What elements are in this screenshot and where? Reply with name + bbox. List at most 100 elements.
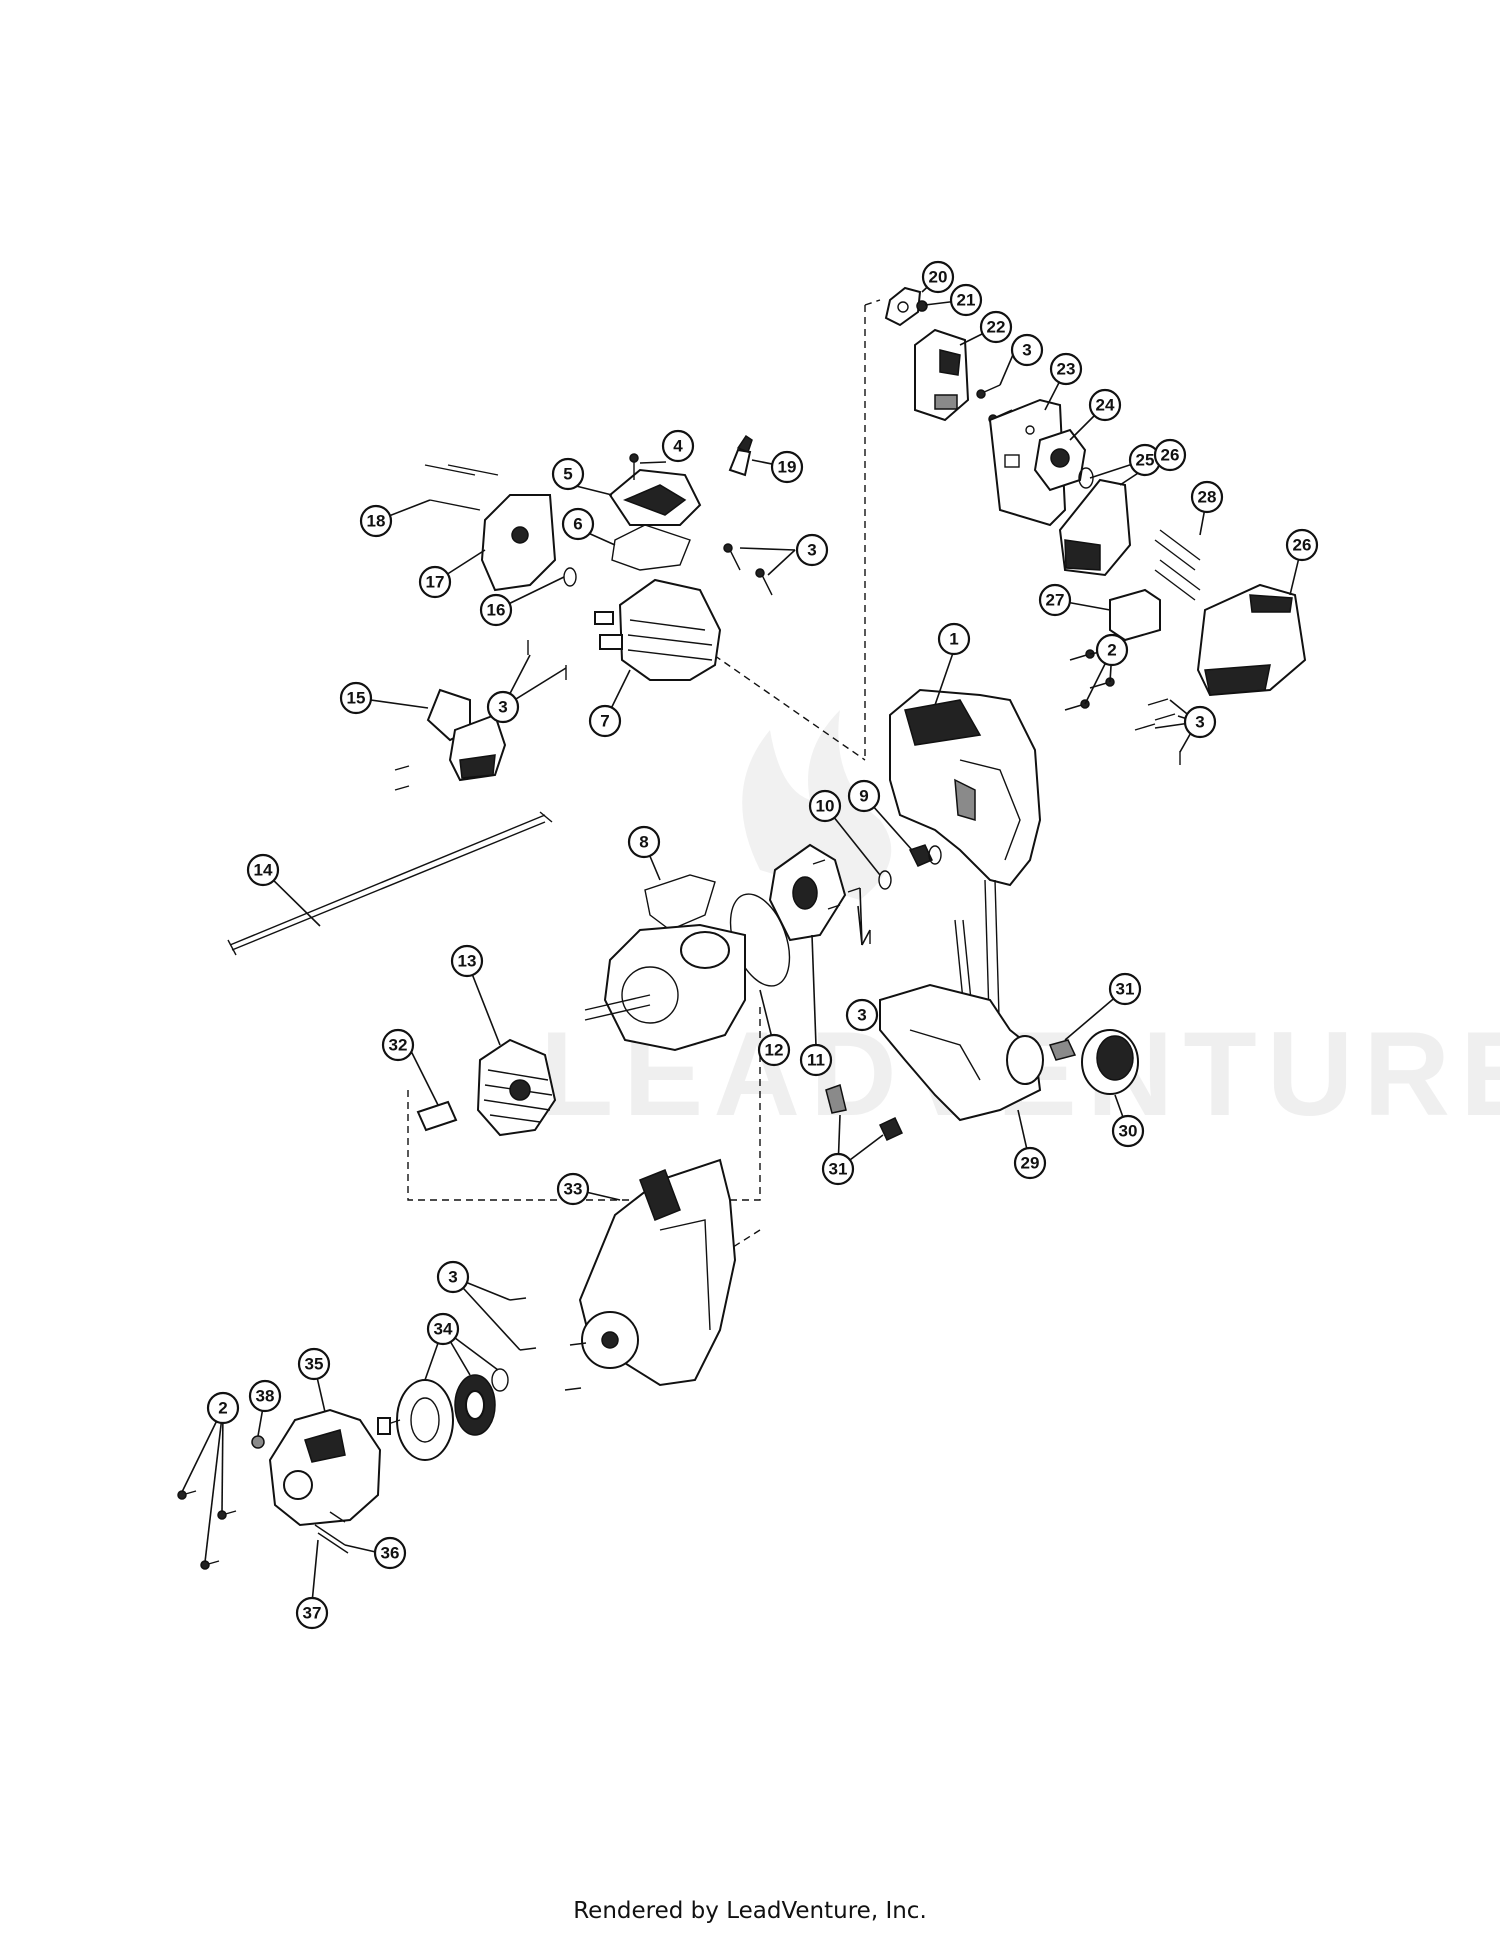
svg-text:3: 3: [857, 1006, 866, 1025]
callout-16: 16: [479, 593, 513, 627]
svg-text:17: 17: [426, 573, 445, 592]
callout-3-center: 3: [845, 998, 879, 1032]
svg-text:14: 14: [254, 861, 273, 880]
svg-text:21: 21: [957, 291, 976, 310]
part-15-ignition-module: [426, 688, 507, 782]
part-23-plate: [988, 398, 1067, 527]
screws-3-center: [812, 859, 871, 944]
part-8-gasket: [644, 874, 716, 931]
callout-31-bottom: 31: [821, 1152, 855, 1186]
part-34-clutch: [377, 1368, 509, 1461]
crankcase: [584, 923, 746, 1052]
callout-18: 18: [359, 504, 393, 538]
svg-text:33: 33: [564, 1180, 583, 1199]
svg-text:25: 25: [1136, 451, 1155, 470]
svg-text:32: 32: [389, 1036, 408, 1055]
callout-11: 11: [799, 1043, 833, 1077]
footer-credit: Rendered by LeadVenture, Inc.: [573, 1898, 927, 1924]
svg-text:31: 31: [1116, 980, 1135, 999]
svg-text:30: 30: [1119, 1122, 1138, 1141]
svg-text:6: 6: [573, 515, 582, 534]
part-13-flywheel: [476, 1038, 557, 1137]
svg-text:20: 20: [929, 268, 948, 287]
callout-2-lower-left: 2: [206, 1391, 240, 1425]
callout-3-left: 3: [486, 690, 520, 724]
svg-text:12: 12: [765, 1041, 784, 1060]
part-31-clip-bottom-b: [879, 1117, 903, 1141]
svg-text:29: 29: [1021, 1154, 1040, 1173]
part-20-gasket: [884, 286, 922, 327]
part-16-o-ring: [563, 567, 577, 587]
svg-text:35: 35: [305, 1355, 324, 1374]
callout-31-top: 31: [1108, 972, 1142, 1006]
callouts: 1 2 2 3 3 3 3 3 3 3 4 5 6 7 8 9 10 11 12…: [206, 260, 1319, 1630]
callout-3-lower: 3: [436, 1260, 470, 1294]
part-30-fuel-cap: [1081, 1029, 1139, 1095]
part-24-carburetor: [1033, 428, 1087, 492]
screws-15: [394, 765, 410, 791]
callout-2-right: 2: [1095, 633, 1129, 667]
svg-text:15: 15: [347, 689, 366, 708]
callout-37: 37: [295, 1596, 329, 1630]
callout-32: 32: [381, 1028, 415, 1062]
part-32-pin: [416, 1100, 458, 1132]
callout-3-right: 3: [1183, 705, 1217, 739]
callout-26-base: 26: [1153, 438, 1187, 472]
callout-27: 27: [1038, 583, 1072, 617]
callout-30: 30: [1111, 1114, 1145, 1148]
part-14-throttle-cable: [227, 811, 553, 956]
screws-3-left: [527, 640, 567, 680]
callout-12: 12: [757, 1033, 791, 1067]
part-31-clip-top: [1048, 1039, 1077, 1061]
svg-text:31: 31: [829, 1160, 848, 1179]
svg-text:24: 24: [1096, 396, 1115, 415]
svg-text:27: 27: [1046, 591, 1065, 610]
svg-text:38: 38: [256, 1387, 275, 1406]
part-4-screw: [629, 453, 639, 480]
svg-text:13: 13: [458, 952, 477, 971]
part-29-fuel-tank: [879, 983, 1044, 1122]
svg-text:9: 9: [859, 787, 868, 806]
part-7-cylinder: [594, 578, 722, 681]
svg-text:2: 2: [1107, 641, 1116, 660]
callout-21: 21: [949, 283, 983, 317]
screws-3-right: [1134, 698, 1181, 765]
part-28-long-screws: [1154, 529, 1201, 601]
callout-29: 29: [1013, 1146, 1047, 1180]
callout-14: 14: [246, 853, 280, 887]
callout-6: 6: [561, 507, 595, 541]
callout-26-cover: 26: [1285, 528, 1319, 562]
svg-text:3: 3: [1195, 713, 1204, 732]
svg-text:28: 28: [1198, 488, 1217, 507]
callout-3-top: 3: [1010, 333, 1044, 367]
svg-text:19: 19: [778, 458, 797, 477]
svg-text:3: 3: [448, 1268, 457, 1287]
callout-23: 23: [1049, 352, 1083, 386]
part-9-fitting: [908, 844, 942, 867]
callout-35: 35: [297, 1347, 331, 1381]
screws-2-lower: [177, 1490, 237, 1570]
callout-19: 19: [770, 450, 804, 484]
callout-38: 38: [248, 1379, 282, 1413]
part-10-washer: [878, 870, 892, 890]
svg-text:1: 1: [949, 630, 958, 649]
part-26-filter-base: [1058, 478, 1132, 577]
callout-22: 22: [979, 310, 1013, 344]
part-31-clip-bottom-a: [825, 1084, 847, 1114]
callout-1: 1: [937, 622, 971, 656]
screws-3-lower: [509, 1297, 587, 1391]
svg-text:2: 2: [218, 1399, 227, 1418]
svg-text:37: 37: [303, 1604, 322, 1623]
svg-text:22: 22: [987, 318, 1006, 337]
part-21-fitting: [916, 300, 928, 312]
callout-7: 7: [588, 704, 622, 738]
part-25-o-ring: [1078, 467, 1094, 489]
callout-3-upper: 3: [795, 533, 829, 567]
callout-8: 8: [627, 825, 661, 859]
svg-text:26: 26: [1161, 446, 1180, 465]
callout-20: 20: [921, 260, 955, 294]
callout-36: 36: [373, 1536, 407, 1570]
svg-text:3: 3: [807, 541, 816, 560]
callout-34: 34: [426, 1312, 460, 1346]
